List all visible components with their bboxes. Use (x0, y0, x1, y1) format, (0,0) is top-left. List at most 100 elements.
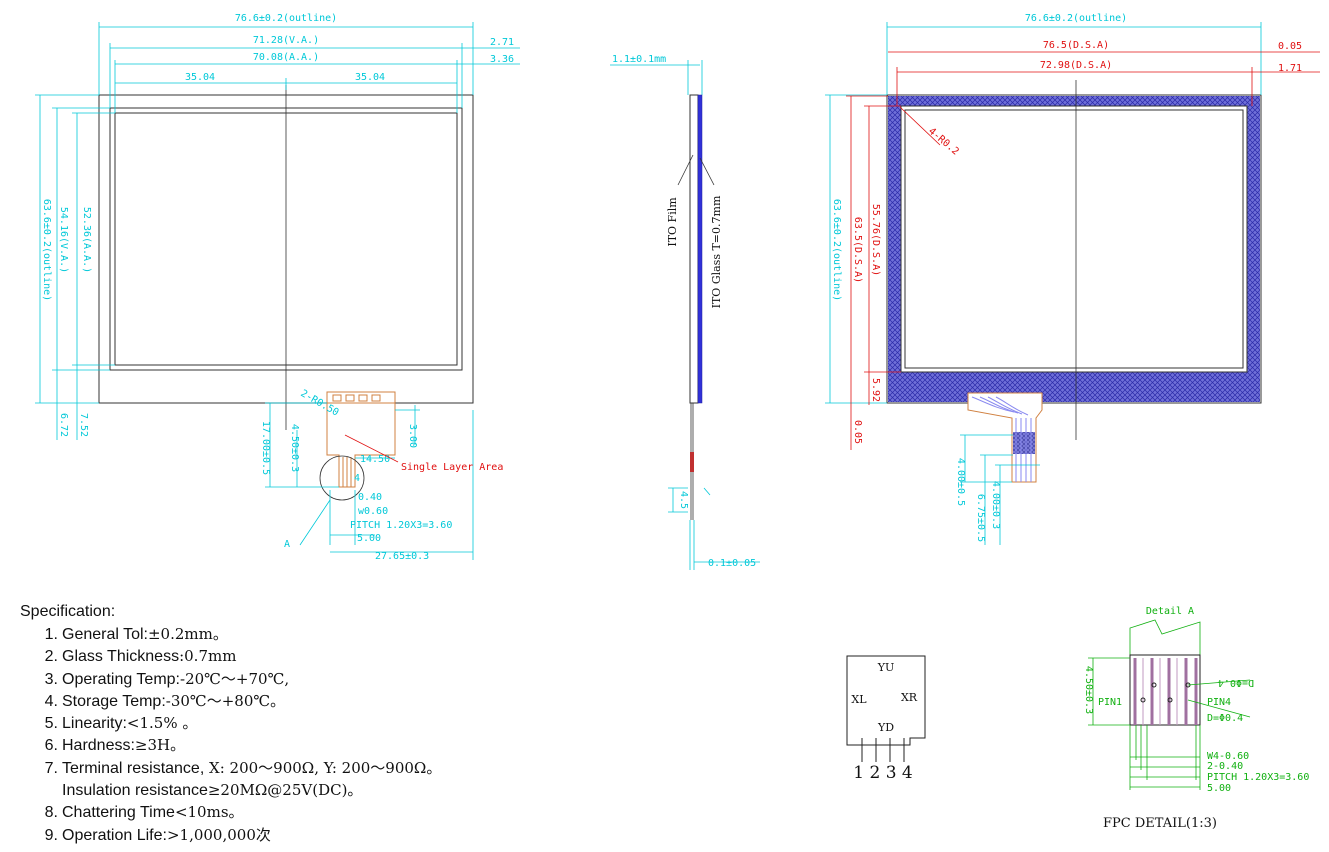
spec-item-label: Operating Temp: (62, 670, 180, 688)
connector-xr: XR (901, 691, 918, 704)
back-view: 76.6±0.2(outline) 76.5(D.S.A) 72.98(D.S.… (825, 13, 1320, 545)
detail-height: 4.50±0.3 (1083, 666, 1094, 714)
back-dsa-width-2: 72.98(D.S.A) (1040, 60, 1112, 71)
fpc-detail: Detail A (1083, 606, 1309, 831)
spec-item: 4.Storage Temp:-30℃～+80℃。 (20, 690, 640, 712)
back-panel-outline (886, 94, 1262, 404)
front-d040: 0.40 (358, 492, 382, 503)
spec-item-number: 8. (44, 804, 58, 822)
front-fpc (326, 391, 396, 488)
back-dsa-inner (904, 109, 1244, 369)
detail-w4: W4-0.60 (1207, 751, 1249, 762)
spec-item-value: ≥20MΩ@25V(DC)。 (207, 781, 363, 800)
connector-schematic: YU XL XR YD 1 2 3 4 (846, 655, 926, 783)
spec-item: 7.Terminal resistance, X: 200～900Ω, Y: 2… (20, 757, 640, 779)
spec-item: 5.Linearity:<1.5% 。 (20, 712, 640, 734)
spec-item: 8.Chattering Time<10ms。 (20, 801, 640, 823)
detail-phi-bottom: D=Φ0.4 (1207, 713, 1243, 724)
back-fpc-1: 4.00±0.5 (955, 458, 966, 506)
front-fpc-1450: 14.50 (360, 454, 390, 465)
side-tail-thickness: 0.1±0.05 (708, 558, 756, 569)
front-half-left: 35.04 (185, 72, 215, 83)
back-outline-height: 63.6±0.2(outline) (831, 199, 842, 301)
specification-block: Specification: 1.General Tol:±0.2mm。2.Gl… (20, 603, 640, 846)
back-dsa-height-2: 55.76(D.S.A) (870, 204, 881, 276)
spec-item-label: Terminal resistance, (62, 759, 205, 777)
spec-item-label: Operation Life: (62, 826, 167, 844)
front-offset-1: 2.71 (490, 37, 514, 48)
spec-item: 9.Operation Life:>1,000,000次 (20, 824, 640, 846)
side-thickness: 1.1±0.1mm (612, 54, 666, 65)
spec-item-number: 3. (44, 670, 58, 688)
spec-item-value: -20℃～+70℃, (180, 669, 290, 688)
front-offset-bottom-1: 6.72 (58, 413, 69, 437)
connector-yd: YD (877, 721, 894, 734)
spec-item-value: <10ms。 (174, 803, 244, 822)
spec-item-number: 4. (44, 692, 58, 710)
connector-yu: YU (877, 661, 895, 674)
detail-fpc-body (1129, 654, 1201, 726)
detail-phi-top: D=Φ0.4 (1218, 677, 1254, 688)
spec-item-number: 7. (44, 759, 58, 777)
spec-item-number: 5. (44, 715, 58, 733)
spec-item: 3.Operating Temp:-20℃～+70℃, (20, 668, 640, 690)
front-detail-marker: A (284, 539, 290, 550)
spec-item: 6.Hardness:≥3H。 (20, 734, 640, 756)
spec-item-value: X: 200～900Ω, Y: 200～900Ω。 (204, 758, 442, 777)
spec-item-number: 9. (44, 826, 58, 844)
front-aa-height: 52.36(A.A.) (81, 207, 92, 273)
spec-item-label: Chattering Time (62, 804, 175, 822)
spec-item-value: >1,000,000次 (166, 825, 271, 844)
spec-list: 1.General Tol:±0.2mm。2.Glass Thickness:0… (20, 623, 640, 846)
back-offset-2: 1.71 (1278, 63, 1302, 74)
side-ito-glass (697, 94, 703, 404)
spec-item: 1.General Tol:±0.2mm。 (20, 623, 640, 645)
single-layer-label: Single Layer Area (401, 462, 503, 473)
detail-title: Detail A (1146, 606, 1194, 617)
detail-pin1: PIN1 (1098, 697, 1122, 708)
front-pitch: PITCH 1.20X3=3.60 (350, 520, 452, 531)
spec-item-number: 1. (44, 626, 58, 643)
spec-item: 2.Glass Thickness:0.7mm (20, 645, 640, 667)
front-fpc-width: 4.50±0.3 (289, 424, 300, 472)
front-d500: 5.00 (357, 533, 381, 544)
side-view: 1.1±0.1mm ITO Film ITO Glass T=0.7mm 4.5… (610, 54, 760, 570)
spec-item-number: 2. (44, 648, 58, 666)
spec-item-label: Hardness: (62, 737, 135, 755)
back-offset-1: 0.05 (1278, 41, 1302, 52)
front-outline-height: 63.6±0.2(outline) (41, 199, 52, 301)
front-va-height: 54.16(V.A.) (58, 207, 69, 273)
spec-item-value: -30℃～+80℃。 (165, 691, 286, 710)
spec-item-label: Insulation resistance (62, 782, 208, 800)
front-aa-width: 70.08(A.A.) (253, 52, 319, 63)
spec-item-label: Glass Thickness (62, 648, 180, 666)
front-pin4: 4 (354, 473, 360, 484)
detail-caption: FPC DETAIL(1:3) (1103, 816, 1217, 831)
side-ito-film-label: ITO Film (666, 197, 679, 247)
back-dsa-width-1: 76.5(D.S.A) (1043, 40, 1109, 51)
back-d592: 5.92 (870, 378, 881, 402)
back-fpc-3: 4.00±0.3 (990, 481, 1001, 529)
front-d2765: 27.65±0.3 (375, 551, 429, 562)
detail-d500: 5.00 (1207, 783, 1231, 794)
spec-item-label: General Tol: (62, 626, 148, 643)
side-ito-glass-label: ITO Glass T=0.7mm (710, 195, 723, 308)
front-fpc-3: 3.00 (407, 424, 418, 448)
detail-pitch: PITCH 1.20X3=3.60 (1207, 772, 1309, 783)
spec-item-label: Linearity: (62, 715, 127, 733)
detail-a-circle (319, 455, 365, 501)
spec-item-number: 6. (44, 737, 58, 755)
back-fpc-2: 6.75±0.5 (975, 494, 986, 542)
spec-item-value: <1.5% 。 (126, 714, 198, 733)
front-outline-width: 76.6±0.2(outline) (235, 13, 337, 24)
connector-xl: XL (851, 693, 867, 706)
front-view: 76.6±0.2(outline) 71.28(V.A.) 70.08(A.A.… (35, 13, 520, 562)
detail-w2: 2-0.40 (1207, 761, 1243, 772)
back-fpc (967, 392, 1043, 483)
front-fpc-length: 17.00±0.5 (260, 421, 271, 475)
front-va-width: 71.28(V.A.) (253, 35, 319, 46)
spec-item-value: :0.7mm (179, 647, 237, 666)
spec-item-label: Storage Temp: (62, 692, 166, 710)
spec-item-value: ±0.2mm。 (147, 625, 228, 643)
front-offset-2: 3.36 (490, 54, 514, 65)
